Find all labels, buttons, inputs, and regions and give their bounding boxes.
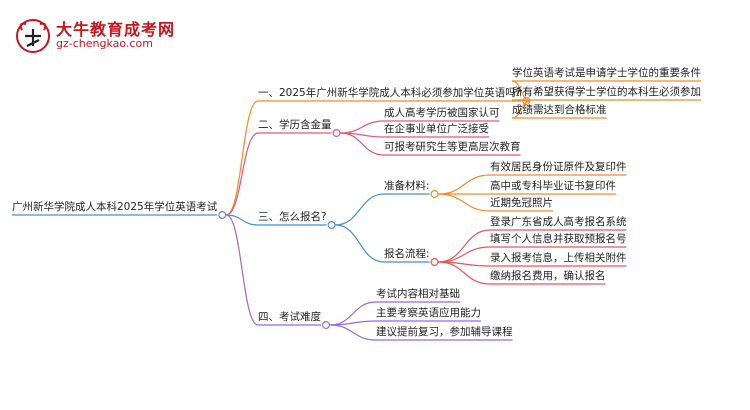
branch-dot-2[interactable]: [332, 129, 341, 138]
sub-edge-1: [335, 193, 385, 226]
bull-logo-icon: [16, 19, 50, 53]
branch-edge-1: [225, 100, 259, 216]
leaf-node[interactable]: 填写个人信息并获取预报名号: [490, 233, 627, 245]
leaf-edge: [438, 174, 491, 195]
branch-dot-4[interactable]: [322, 321, 331, 330]
leaf-edge: [340, 132, 385, 156]
leaf-node[interactable]: 成绩需达到合格标准: [512, 104, 607, 116]
branch-topic-4[interactable]: 四、考试难度: [258, 311, 321, 323]
leaf-node[interactable]: 录入报考信息，上传相关附件: [490, 252, 627, 264]
leaf-node[interactable]: 所有希望获得学士学位的本科生必须参加: [512, 86, 701, 98]
leaf-node[interactable]: 主要考察英语应用能力: [376, 307, 481, 319]
root-connector-dot[interactable]: [218, 211, 227, 220]
site-logo[interactable]: 大牛教育成考网 gz-chengkao.com: [14, 14, 174, 54]
sub-dot-2[interactable]: [430, 258, 439, 267]
leaf-node[interactable]: 登录广东省成人高考报名系统: [490, 216, 627, 228]
leaf-node[interactable]: 有效居民身份证原件及复印件: [490, 161, 627, 173]
leaf-node[interactable]: 考试内容相对基础: [376, 288, 460, 300]
root-topic[interactable]: 广州新华学院成人本科2025年学位英语考试: [12, 201, 218, 213]
leaf-node[interactable]: 可报考研究生等更高层次教育: [384, 141, 521, 153]
leaf-edge: [438, 193, 491, 212]
branch-edge-3: [226, 214, 259, 226]
leaf-node[interactable]: 高中或专科毕业证书复印件: [490, 180, 616, 192]
leaf-node[interactable]: 缴纳报名费用，确认报名: [490, 270, 606, 282]
sub-edge-2: [335, 224, 385, 263]
branch-topic-3[interactable]: 三、怎么报名?: [258, 211, 327, 223]
leaf-edge: [329, 324, 377, 341]
site-domain: gz-chengkao.com: [56, 37, 153, 50]
leaf-node[interactable]: 在企事业单位广泛接受: [384, 123, 489, 135]
leaf-edge: [438, 246, 491, 263]
leaf-edge: [438, 229, 491, 263]
branch-topic-2[interactable]: 二、学历含金量: [258, 119, 332, 131]
leaf-node[interactable]: 成人高考学历被国家认可: [384, 107, 500, 119]
leaf-node[interactable]: 学位英语考试是申请学士学位的重要条件: [512, 67, 701, 79]
leaf-edge: [438, 261, 491, 285]
sub-dot-1[interactable]: [430, 190, 439, 199]
sub-topic-1[interactable]: 准备材料:: [384, 180, 430, 192]
brand-name: 大牛教育成考网: [56, 20, 176, 39]
branch-topic-1[interactable]: 一、2025年广州新华学院成人本科必须参加学位英语吗?: [258, 87, 522, 99]
leaf-node[interactable]: 近期免冠照片: [490, 197, 553, 209]
branch-edge-2: [226, 132, 259, 216]
leaf-node[interactable]: 建议提前复习，参加辅导课程: [376, 326, 513, 338]
sub-topic-2[interactable]: 报名流程:: [384, 248, 430, 260]
branch-edge-4: [225, 214, 259, 326]
leaf-edge: [329, 320, 377, 326]
branch-dot-3[interactable]: [327, 221, 336, 230]
leaf-edge: [340, 120, 385, 134]
